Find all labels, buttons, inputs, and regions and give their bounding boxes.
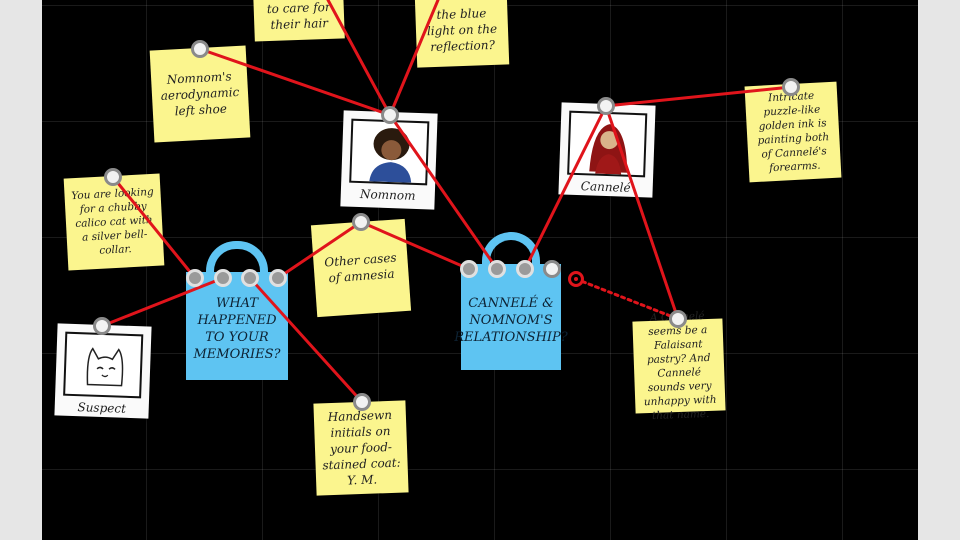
folder-relationship-pin-3[interactable] bbox=[516, 260, 534, 278]
pin-left-shoe[interactable] bbox=[191, 40, 209, 58]
folder-memories-pin-3[interactable] bbox=[241, 269, 259, 287]
pin-other-amnesia[interactable] bbox=[352, 213, 370, 231]
folder-relationship-label: CANNELÉ & NOMNOM'S RELATIONSHIP? bbox=[454, 295, 568, 345]
string-nomnom-blue-light bbox=[388, 0, 440, 117]
string-cannele-relationship bbox=[523, 104, 608, 271]
pin-nomnom[interactable] bbox=[381, 106, 399, 124]
string-suspect-memories bbox=[100, 276, 225, 328]
pin-calico-cat[interactable] bbox=[104, 168, 122, 186]
string-amnesia-relationship bbox=[359, 220, 471, 271]
folder-memories-pin-4[interactable] bbox=[269, 269, 287, 287]
photo-suspect[interactable]: Suspect bbox=[54, 323, 152, 419]
pin-falaisant[interactable] bbox=[669, 310, 687, 328]
string-nomnom-care-hair bbox=[326, 0, 392, 117]
folder-relationship-pin-2[interactable] bbox=[488, 260, 506, 278]
folder-memories-handle bbox=[206, 241, 268, 279]
string-pending-falaisant bbox=[574, 277, 680, 321]
string-nomnom-left-shoe bbox=[198, 47, 392, 117]
string-memories-initials bbox=[248, 276, 364, 404]
pin-suspect[interactable] bbox=[93, 317, 111, 335]
folder-memories-pin-2[interactable] bbox=[214, 269, 232, 287]
string-amnesia-memories bbox=[276, 220, 363, 280]
folder-relationship[interactable]: CANNELÉ & NOMNOM'S RELATIONSHIP? bbox=[454, 264, 568, 370]
pin-initials[interactable] bbox=[353, 393, 371, 411]
folder-memories-label: WHAT HAPPENED TO YOUR MEMORIES? bbox=[193, 296, 281, 362]
folder-memories[interactable]: WHAT HAPPENED TO YOUR MEMORIES? bbox=[186, 272, 288, 380]
folder-relationship-pin-1[interactable] bbox=[460, 260, 478, 278]
active-connection-socket[interactable] bbox=[568, 271, 584, 287]
string-cannele-golden-ink bbox=[604, 85, 793, 108]
folder-memories-pin-1[interactable] bbox=[186, 269, 204, 287]
evidence-board: to care for their hair the blue light on… bbox=[42, 0, 918, 540]
folder-relationship-pin-4[interactable] bbox=[543, 260, 561, 278]
connection-strings bbox=[100, 0, 793, 404]
string-nomnom-relationship bbox=[388, 113, 499, 271]
string-cannele-falaisant bbox=[604, 104, 680, 321]
photo-nomnom[interactable]: Nomnom bbox=[340, 110, 438, 210]
cat-sketch bbox=[63, 331, 144, 399]
nomnom-portrait bbox=[349, 118, 430, 186]
string-cat-memories bbox=[111, 175, 197, 280]
pin-golden-ink[interactable] bbox=[782, 78, 800, 96]
pin-cannele[interactable] bbox=[597, 97, 615, 115]
